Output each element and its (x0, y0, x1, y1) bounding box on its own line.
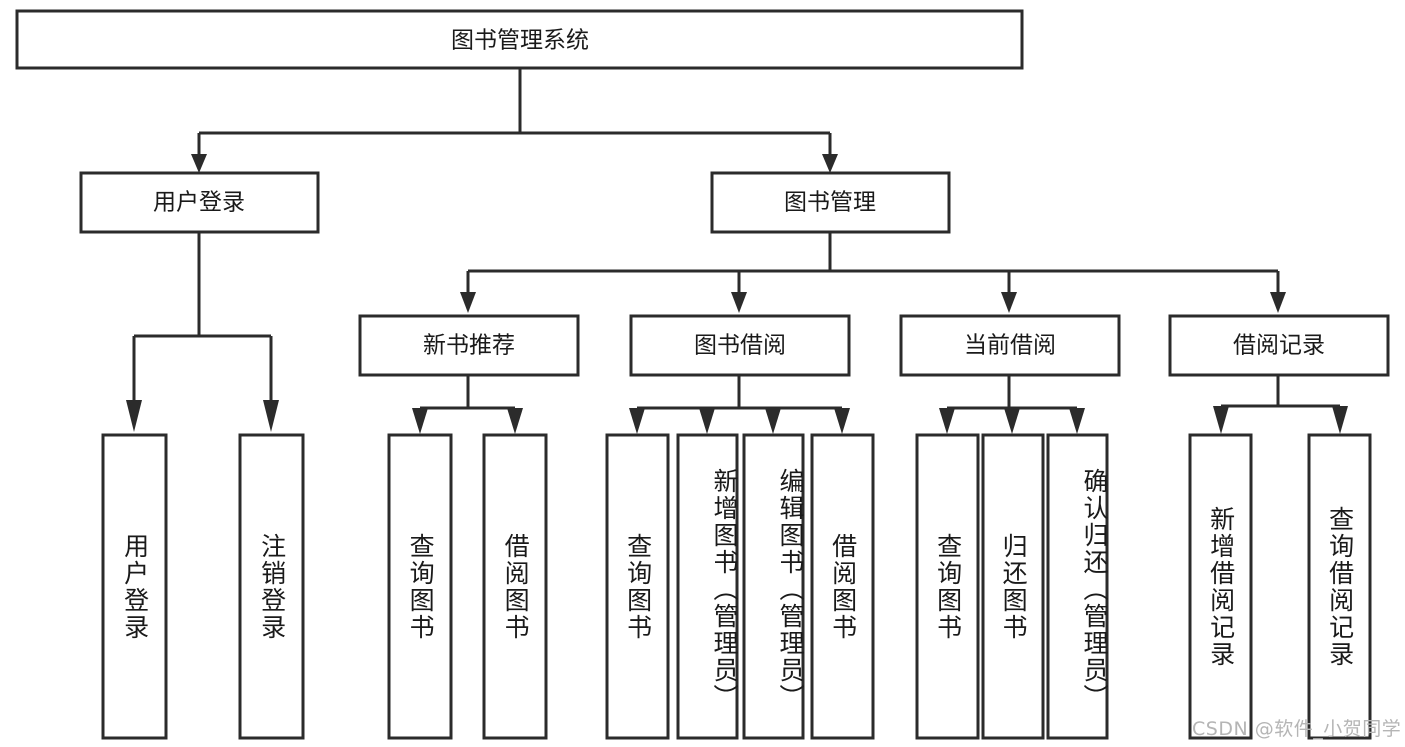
arrow-head-current-borrow (1001, 292, 1017, 313)
arrow-head-leaf-query-book-3 (939, 408, 955, 434)
node-book-borrow-label: 图书借阅 (694, 333, 786, 359)
leaf-query-record-box[interactable] (1307, 433, 1372, 740)
arrow-head-leaf-edit-book (765, 408, 781, 434)
connector-group-book-manage (460, 232, 1286, 313)
arrow-head-leaf-user-logout (263, 400, 279, 432)
arrow-head-leaf-add-record (1213, 406, 1229, 434)
node-book-borrow-box[interactable] (629, 314, 851, 377)
node-current-borrow-box[interactable] (899, 314, 1121, 377)
leaf-query-book-1-box[interactable] (387, 433, 453, 740)
arrow-head-book-manage (822, 154, 838, 173)
arrow-head-leaf-borrow-book-1 (507, 408, 523, 434)
node-current-borrow[interactable]: 当前借阅 (899, 314, 1121, 377)
arrow-head-book-borrow (731, 292, 747, 313)
leaf-confirm-return-box[interactable] (1046, 433, 1109, 740)
node-user-login-label: 用户登录 (153, 190, 245, 216)
node-new-book-rec[interactable]: 新书推荐 (358, 314, 580, 377)
leaf-return-book-box[interactable] (981, 433, 1045, 740)
node-book-manage-box[interactable] (710, 171, 951, 234)
arrow-head-borrow-record (1270, 292, 1286, 313)
csdn-watermark: CSDN @软件_小贺同学 (1192, 718, 1402, 740)
connector-group-borrow-record (1213, 375, 1348, 434)
leaf-boxes (101, 433, 1372, 740)
arrow-head-new-book-rec (460, 292, 476, 313)
arrow-head-leaf-return-book (1004, 408, 1020, 434)
node-borrow-record-box[interactable] (1168, 314, 1390, 377)
leaf-query-book-3-box[interactable] (915, 433, 980, 740)
leaf-add-book-box[interactable] (676, 433, 739, 740)
node-borrow-record[interactable]: 借阅记录 (1168, 314, 1390, 377)
leaf-user-logout-box[interactable] (238, 433, 305, 740)
connector-group-root (191, 68, 838, 173)
leaf-borrow-book-2-box[interactable] (810, 433, 875, 740)
node-new-book-rec-box[interactable] (358, 314, 580, 377)
connector-group-current-borrow (939, 375, 1085, 434)
node-root-box[interactable] (15, 9, 1024, 70)
node-root[interactable]: 图书管理系统 (15, 9, 1024, 70)
connector-group-book-borrow (629, 375, 850, 434)
node-new-book-rec-label: 新书推荐 (423, 333, 515, 359)
node-current-borrow-label: 当前借阅 (964, 333, 1056, 359)
connector-group-user-login (126, 232, 279, 432)
arrow-head-user-login (191, 154, 207, 173)
arrow-head-leaf-query-book-1 (412, 408, 428, 434)
node-root-label: 图书管理系统 (451, 28, 589, 54)
node-book-manage-label: 图书管理 (784, 190, 876, 216)
leaf-query-book-2-box[interactable] (605, 433, 670, 740)
node-user-login[interactable]: 用户登录 (79, 171, 320, 234)
arrow-head-leaf-user-login (126, 400, 142, 432)
arrow-head-leaf-confirm-return (1069, 408, 1085, 434)
arrow-head-leaf-query-book-2 (629, 408, 645, 434)
node-borrow-record-label: 借阅记录 (1233, 333, 1325, 359)
connector-group-new-book-rec (412, 375, 523, 434)
arrow-head-leaf-add-book (699, 408, 715, 434)
node-user-login-box[interactable] (79, 171, 320, 234)
leaf-edit-book-box[interactable] (742, 433, 805, 740)
leaf-borrow-book-1-box[interactable] (482, 433, 548, 740)
node-book-manage[interactable]: 图书管理 (710, 171, 951, 234)
arrow-head-leaf-borrow-book-2 (834, 408, 850, 434)
node-book-borrow[interactable]: 图书借阅 (629, 314, 851, 377)
leaf-user-login-box[interactable] (101, 433, 168, 740)
leaf-add-record-box[interactable] (1188, 433, 1253, 740)
arrow-head-leaf-query-record (1332, 406, 1348, 434)
